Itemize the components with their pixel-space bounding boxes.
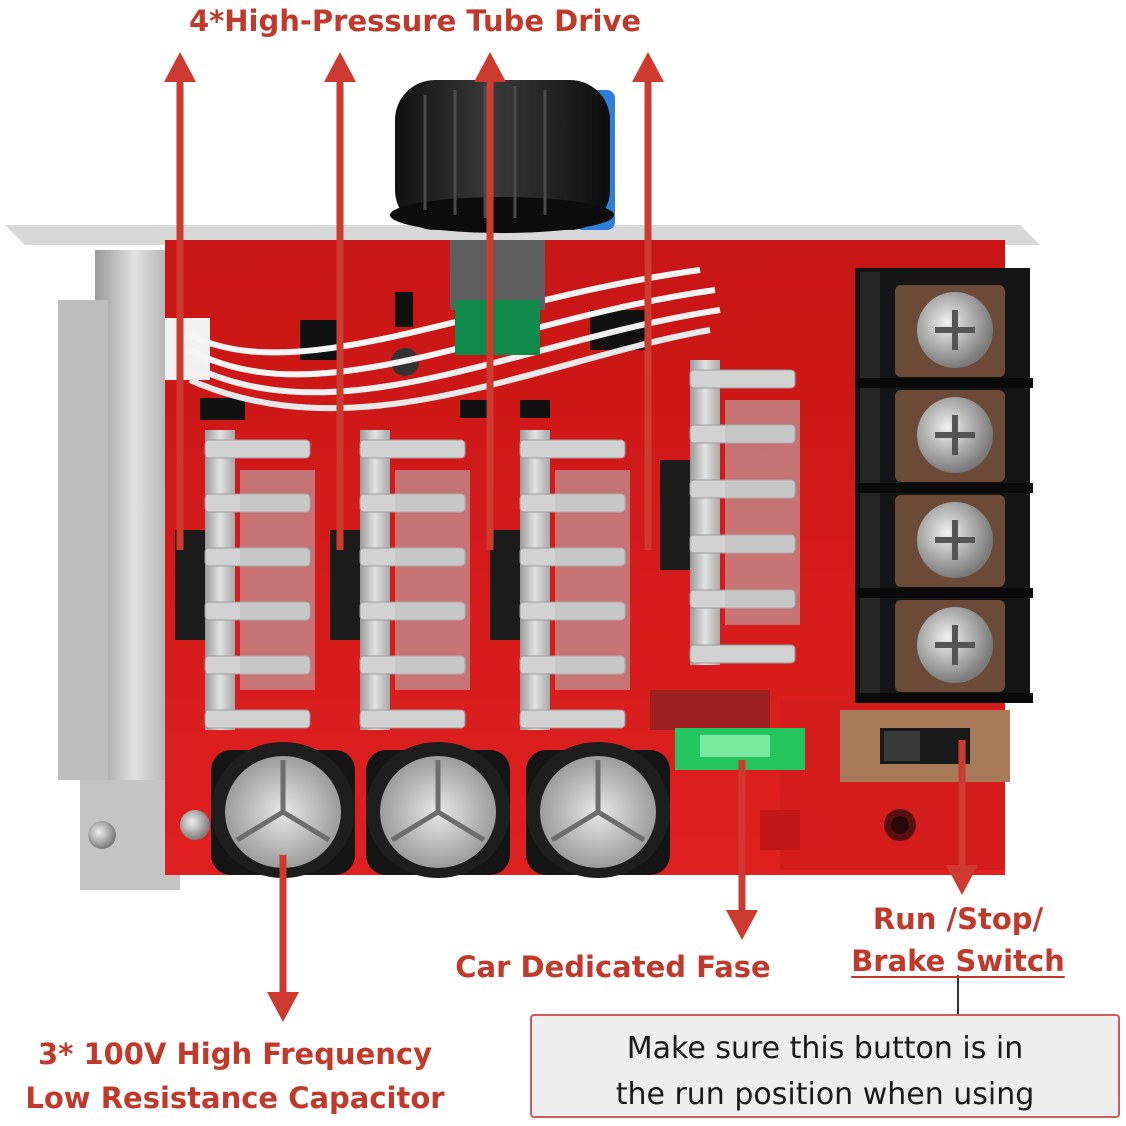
usage-note-line1: Make sure this button is in (626, 1031, 1024, 1066)
switch-label-line2: Brake Switch (851, 944, 1065, 978)
heatsink-mosfet (490, 430, 630, 730)
car-dedicated-fuse-label: Car Dedicated Fase (455, 950, 771, 984)
heatsink-mosfet (660, 360, 800, 665)
mosfet (490, 530, 524, 640)
capacitor (366, 742, 510, 878)
capacitor-label: 3* 100V High Frequency Low Resistance Ca… (0, 1032, 470, 1120)
mosfet (330, 530, 364, 640)
usage-note-line2: the run position when using (615, 1077, 1035, 1112)
heatsink-mosfet (330, 430, 470, 730)
heatsink-mosfet (175, 430, 315, 730)
capacitor (211, 742, 355, 878)
high-pressure-tube-drive-label: 4*High-Pressure Tube Drive (188, 4, 642, 38)
terminal-block (855, 268, 1033, 703)
run-stop-brake-switch (840, 710, 1010, 782)
capacitor-label-line2: Low Resistance Capacitor (25, 1081, 445, 1115)
annotation-arrows (164, 52, 978, 1022)
potentiometer-knob (390, 80, 615, 355)
arrow (267, 855, 299, 1022)
arrow (474, 52, 506, 550)
arrow (726, 760, 758, 940)
arrow (164, 52, 196, 550)
fuse (650, 690, 805, 770)
arrow (632, 52, 664, 550)
switch-label-line1: Run /Stop/ (872, 902, 1044, 936)
run-stop-brake-switch-label: Run /Stop/ Brake Switch (830, 898, 1086, 982)
arrow (324, 52, 356, 550)
capacitor-label-line1: 3* 100V High Frequency (38, 1037, 432, 1071)
mosfet (660, 460, 694, 570)
housing-screw (88, 821, 116, 849)
usage-note-text: Make sure this button is in the run posi… (532, 1026, 1118, 1118)
arrow (946, 740, 978, 895)
usage-note-box: Make sure this button is in the run posi… (530, 1014, 1120, 1118)
capacitor (526, 742, 670, 878)
